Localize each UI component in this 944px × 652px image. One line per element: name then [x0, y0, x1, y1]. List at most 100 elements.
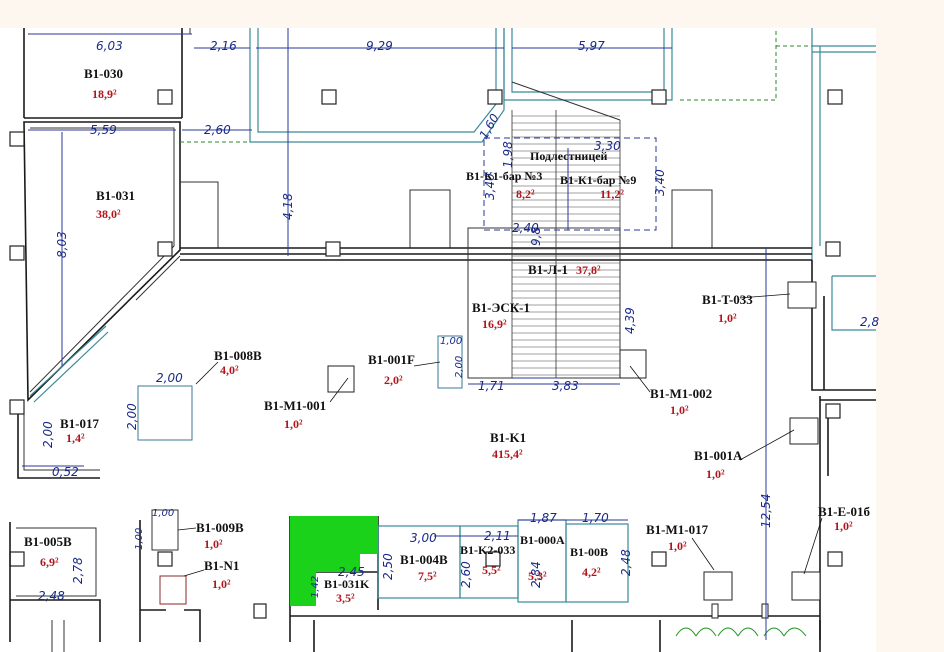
dim-text: 1,00 [152, 508, 174, 519]
dim-text: 1,00 [440, 336, 462, 347]
dim-text: 2,00 [125, 403, 139, 430]
dim-text: 2,48 [619, 549, 633, 576]
room-id: B1-017 [60, 416, 100, 431]
room-id: B1-005B [24, 534, 72, 549]
dim-text: 0,52 [52, 465, 79, 479]
room-area: 1,0² [718, 311, 737, 325]
room-area: 4,2² [582, 565, 601, 579]
fixtures [137, 281, 819, 445]
room-area: 16,9² [482, 317, 507, 331]
room-id: B1-000A [520, 533, 565, 547]
dim-text: 2,00 [156, 371, 183, 385]
dim-text: 2,60 [204, 123, 231, 137]
dim-text: 3,00 [410, 531, 437, 545]
room-id: B1-N1 [204, 558, 239, 573]
room-area: 5,3² [528, 569, 547, 583]
room-area: 1,0² [284, 417, 303, 431]
dim-text: 3,40 [483, 173, 497, 200]
room-id: B1-030 [84, 66, 123, 81]
dim-text: 2,00 [41, 421, 55, 448]
dimension-texts: 6,03 2,16 9,29 5,97 5,59 2,60 1,60 1,98 … [38, 39, 879, 603]
dim-text: 2,48 [38, 589, 65, 603]
dim-text: 3,83 [552, 379, 579, 393]
dim-text: 4,18 [281, 193, 295, 220]
room-id: B1-M1-001 [264, 398, 326, 413]
room-area: 37,8² [576, 263, 601, 277]
dim-text: 2,78 [71, 557, 85, 584]
room-area: 1,0² [834, 519, 853, 533]
door-swings [675, 627, 807, 637]
dim-text: 9,8 [529, 227, 543, 246]
room-id: B1-Л-1 [528, 262, 568, 277]
dim-text: 9,29 [366, 39, 393, 53]
room-id: B1-K2-033 [460, 543, 515, 557]
room-labels: B1-030 18,9² B1-031 38,0² B1-К1-бар №3 8… [24, 66, 871, 605]
dim-text: 2,60 [459, 561, 473, 588]
room-id: B1-T-033 [702, 292, 753, 307]
leader-lines [177, 293, 823, 577]
top-margin [0, 0, 944, 28]
room-id: B1-К1-бар №9 [560, 173, 636, 187]
room-area: 1,0² [668, 539, 687, 553]
dim-text: 1,71 [478, 379, 505, 393]
room-area: 2,0² [384, 373, 403, 387]
room-area: 6,9² [40, 555, 59, 569]
dim-text: 2,11 [484, 529, 511, 543]
room-area: 5,5² [482, 563, 501, 577]
room-id: B1-008B [214, 348, 262, 363]
dim-text: 2,40 [512, 221, 539, 235]
room-area: 1,4² [66, 431, 85, 445]
room-area: 415,4² [492, 447, 523, 461]
dim-text: 4,39 [623, 307, 637, 334]
room-id: B1-К1-бар №3 [466, 169, 542, 183]
room-id: B1-031K [324, 577, 370, 591]
room-area: 1,0² [204, 537, 223, 551]
room-id: B1-M1-017 [646, 522, 709, 537]
dim-text: 2,8 [860, 315, 879, 329]
room-id: B1-K1 [490, 430, 526, 445]
room-id: B1-031 [96, 188, 135, 203]
dim-text: 1,42 [310, 576, 321, 598]
room-area: 1,0² [212, 577, 231, 591]
landing-label: Подлестницей [530, 149, 608, 163]
shaft-fill [290, 516, 378, 606]
room-area: 38,0² [96, 207, 121, 221]
room-id: B1-004B [400, 552, 448, 567]
room-area: 8,2² [516, 187, 535, 201]
columns [9, 89, 843, 619]
room-id: B1-E-01б [818, 504, 871, 519]
dim-text: 6,03 [96, 39, 123, 53]
dim-text: 5,97 [578, 39, 605, 53]
room-id: B1-001F [368, 352, 415, 367]
room-area: 11,2² [600, 187, 624, 201]
room-area: 1,0² [670, 403, 689, 417]
walls [17, 28, 876, 640]
dim-text: 5,59 [90, 123, 117, 137]
room-id: B1-00B [570, 545, 608, 559]
room-id: B1-009B [196, 520, 244, 535]
dim-text: 3,30 [594, 139, 621, 153]
room-area: 1,0² [706, 467, 725, 481]
room-area: 3,5² [336, 591, 355, 605]
dim-text: 2,50 [381, 553, 395, 580]
dim-text: 8,03 [55, 231, 69, 258]
dim-text: 2,00 [454, 356, 465, 378]
room-id: B1-ЭСК-1 [472, 300, 530, 315]
room-id: B1-M1-002 [650, 386, 712, 401]
dim-text: 2,84 [529, 561, 543, 588]
dim-text: 2,45 [338, 565, 365, 579]
room-area: 18,9² [92, 87, 117, 101]
staircase [467, 81, 657, 385]
dim-text: 3,40 [653, 169, 667, 196]
dimension-lines [22, 28, 767, 640]
room-area: 7,5² [418, 569, 437, 583]
dim-text: 12,54 [759, 494, 773, 528]
bottom-walls [9, 509, 821, 652]
dim-text: 1,70 [582, 511, 609, 525]
room-area: 4,0² [220, 363, 239, 377]
dim-text: 1,87 [530, 511, 557, 525]
dim-text: 1,00 [134, 528, 145, 550]
room-id: B1-001A [694, 448, 743, 463]
dim-text: 1,98 [501, 141, 515, 168]
